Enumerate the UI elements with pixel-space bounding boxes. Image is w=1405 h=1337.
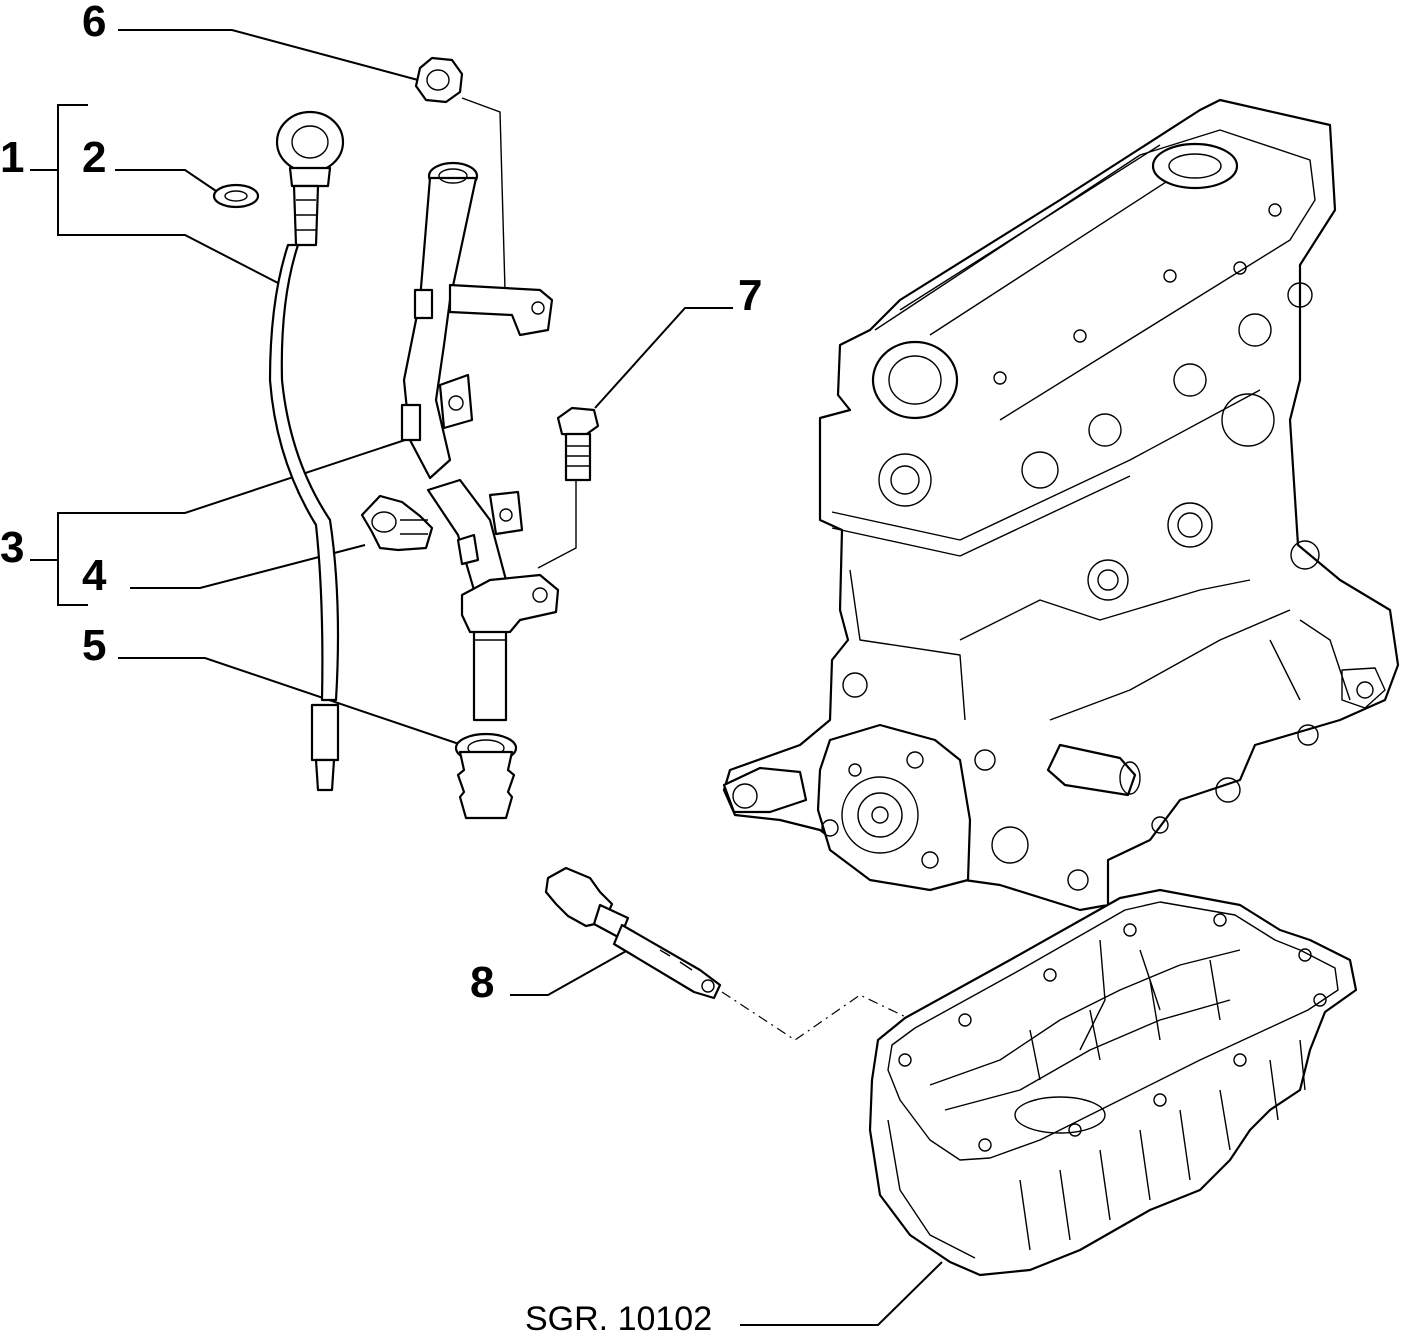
callouts: 6 1 2 7 3 4 5 8 SGR. 10102 — [0, 0, 762, 1337]
bolt — [556, 406, 600, 482]
callout-7: 7 — [738, 271, 762, 320]
callout-3: 3 — [0, 523, 24, 572]
guide-tube-lower — [426, 478, 560, 722]
oil-sump — [868, 888, 1358, 1277]
callout-1: 1 — [0, 133, 24, 182]
engine-block — [722, 98, 1400, 912]
guide-tube-upper — [400, 161, 554, 480]
callout-5: 5 — [82, 621, 106, 670]
clamp — [360, 494, 434, 552]
reference-code: SGR. 10102 — [525, 1300, 712, 1337]
dipstick — [268, 110, 345, 792]
nut — [414, 56, 464, 104]
callout-2: 2 — [82, 133, 106, 182]
grommet — [454, 732, 518, 820]
callout-4: 4 — [82, 551, 107, 600]
callout-8: 8 — [470, 958, 494, 1007]
o-ring — [212, 183, 260, 209]
leader-lines — [30, 29, 943, 1326]
callout-6: 6 — [82, 0, 106, 46]
oil-level-sensor — [544, 866, 722, 1000]
